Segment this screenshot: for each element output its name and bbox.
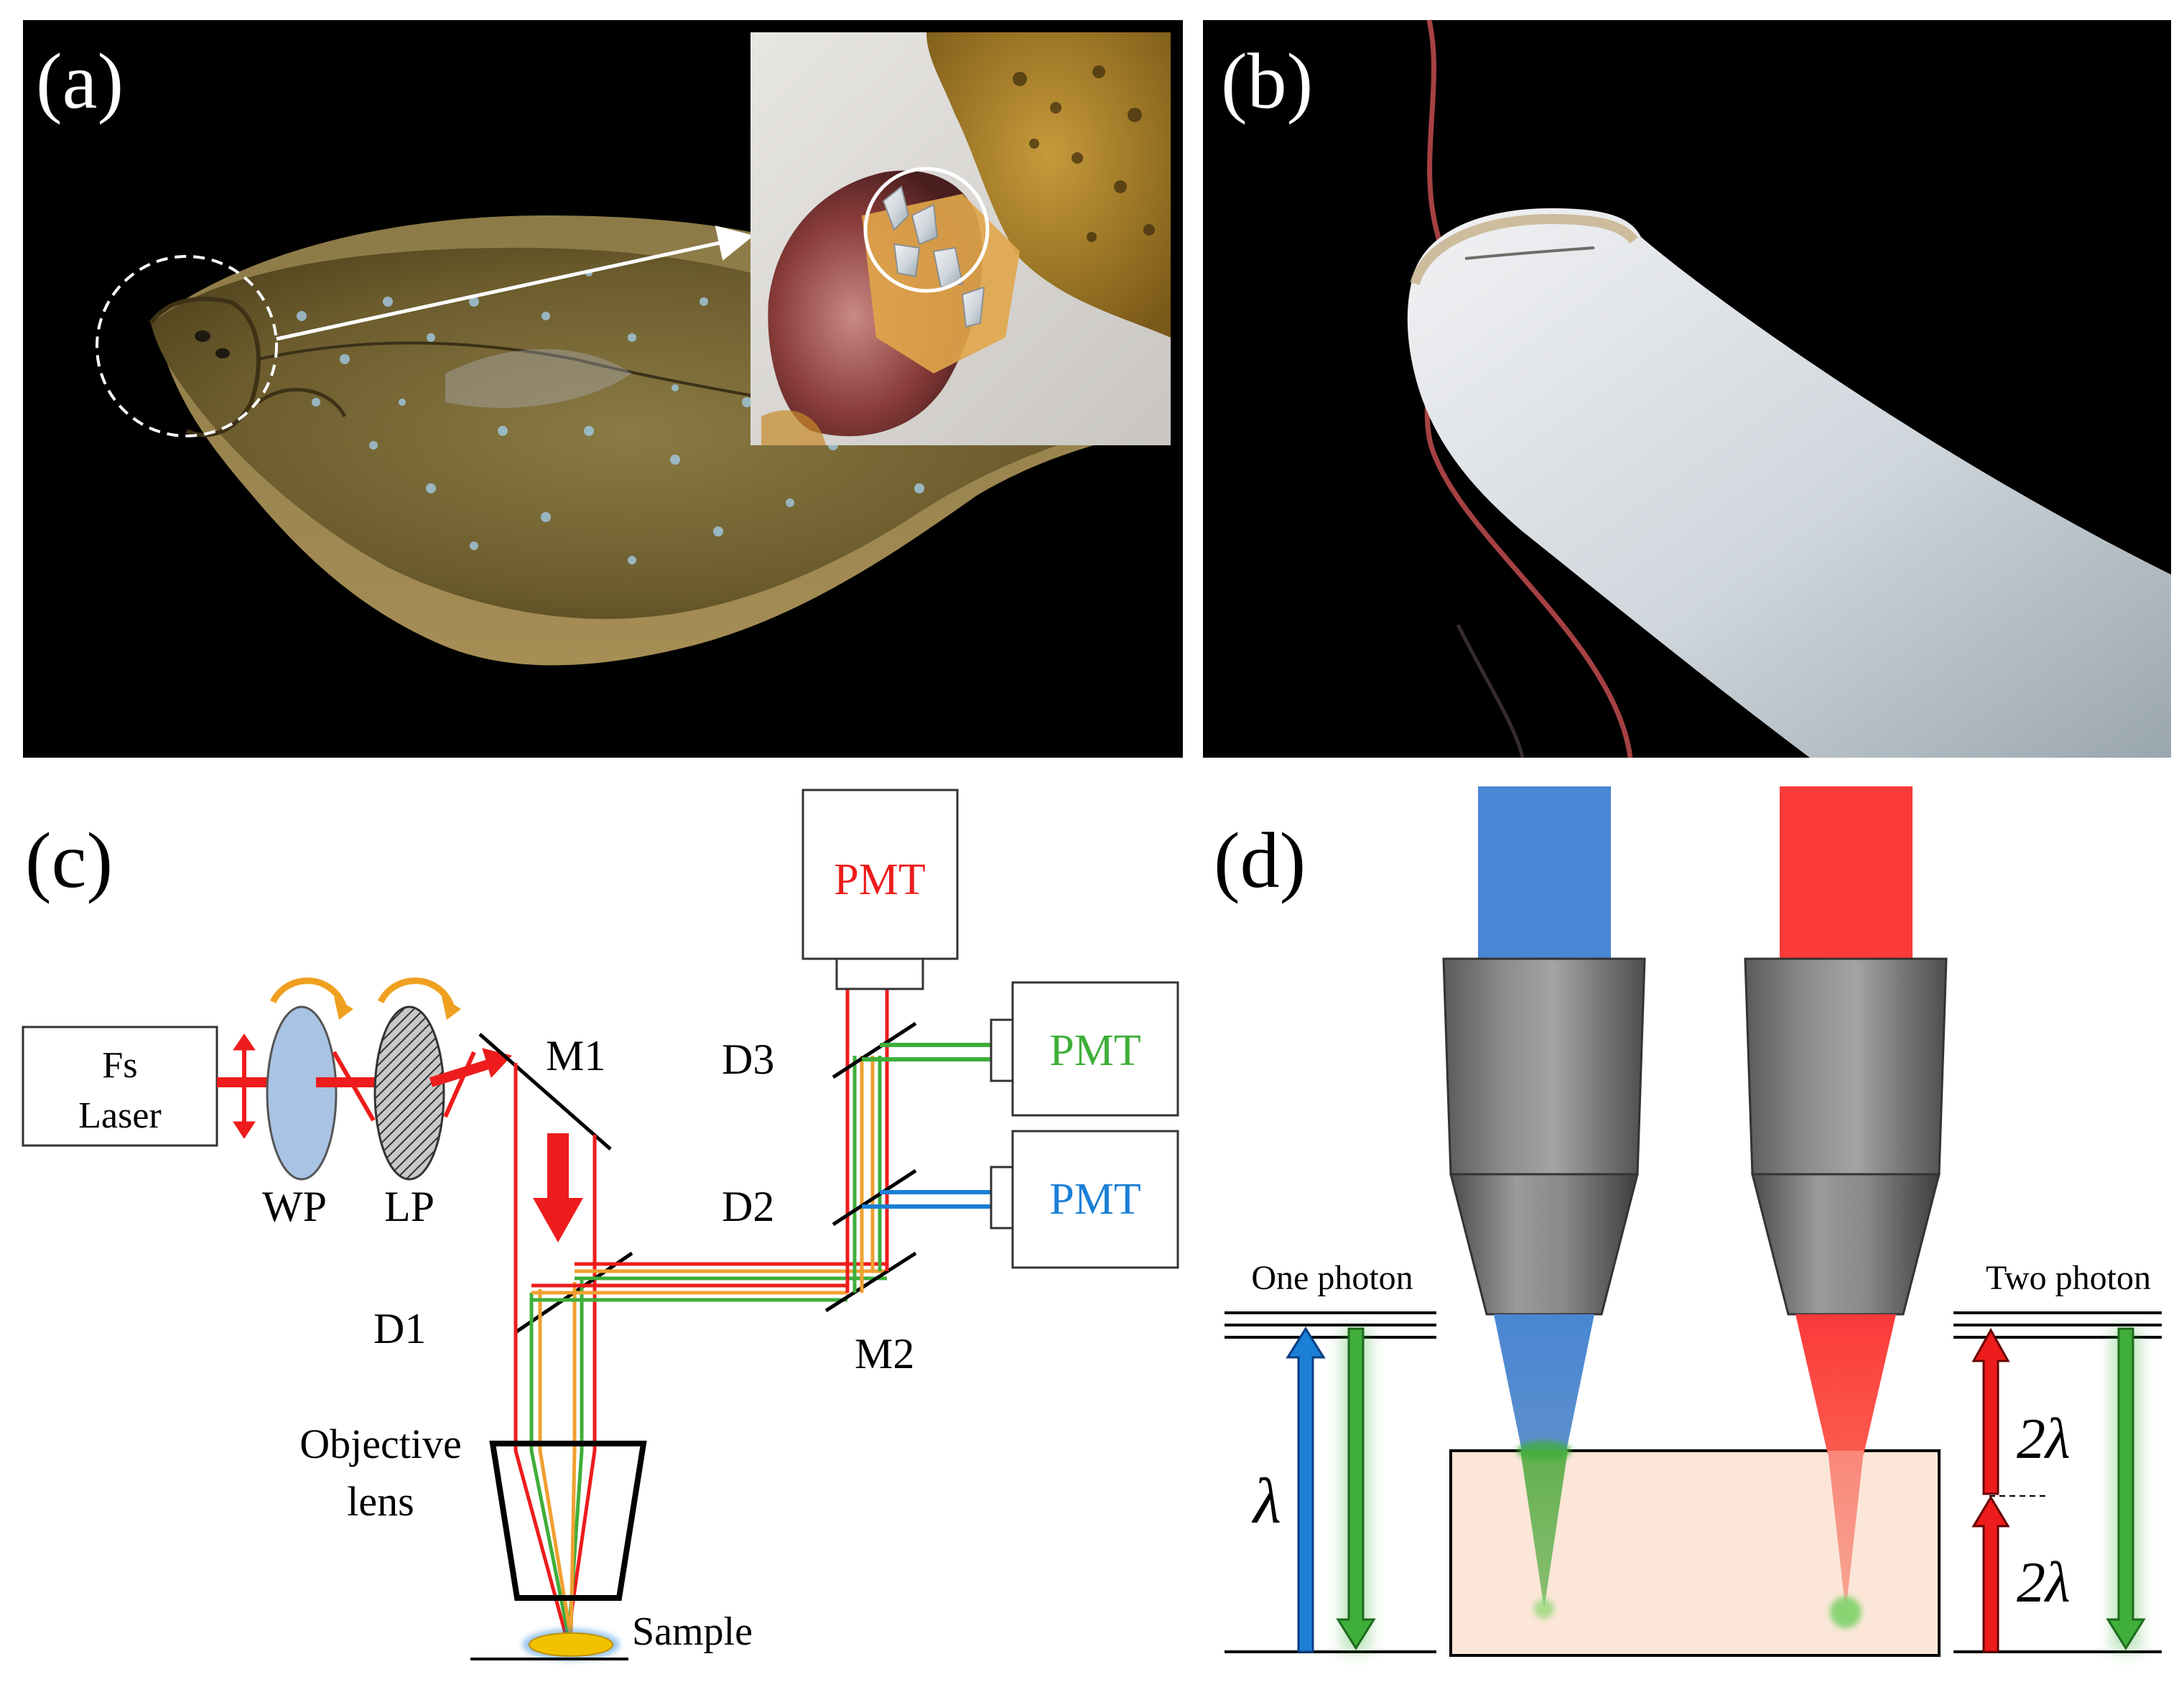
inset-fin [761,410,826,445]
polarizer-rotation-arrow [377,977,455,1007]
two-photon-focus [1830,1597,1862,1628]
wp-label: WP [262,1183,327,1230]
blue-beam-block [1478,786,1611,959]
fs-laser-box [22,1026,218,1147]
right-objective-upper [1744,957,1948,1176]
inset-fish-body [926,32,1171,338]
m1-label: M1 [546,1032,605,1079]
lambda-label: λ [1251,1466,1281,1537]
panel-a-label: (a) [36,37,124,125]
fish-gill-line [149,297,261,437]
two-lambda-lower-label: 2λ [2017,1551,2071,1614]
pmt-green-label: PMT [1049,1026,1140,1075]
fs-laser-label-line2: Laser [78,1095,161,1136]
dichroic-d2 [832,1168,917,1227]
panel-c-label: (c) [25,817,113,904]
panel-b-label: (b) [1221,37,1313,125]
tooth-tip-edge [1410,213,1638,286]
two-lambda-upper-label: 2λ [2017,1408,2071,1471]
panel-a: (a) [23,20,1183,758]
right-objective-lower [1751,1173,1941,1316]
red-cone-in-sample [1828,1451,1864,1612]
tooth-crack [1464,246,1595,260]
blue-cone [1494,1314,1594,1454]
blue-signal-beam [862,1190,998,1209]
objective-lens [489,1441,647,1601]
tooth [1407,208,2171,758]
two-photon-upper-arrow [1971,1327,2010,1495]
head-highlight-circle [96,255,278,437]
left-objective-upper [1442,957,1646,1176]
pmt-red-label: PMT [834,855,925,904]
waveplate [266,1005,338,1181]
sample-label: Sample [632,1609,753,1654]
objective-label-line2: lens [347,1478,414,1525]
panel-c: (c) Fs Laser WP [22,789,1179,1660]
inset-photo [751,32,1171,445]
zoom-arrow [276,226,754,341]
thread-shadow [1456,623,1525,758]
one-photon-levels [1225,1311,1436,1653]
two-photon-label: Two photon [1986,1259,2151,1297]
pmt-red-window [835,957,924,990]
beam-d1-objective [514,1221,597,1642]
signal-beam-vertical [845,987,889,1293]
d1-label: D1 [373,1305,426,1352]
waveplate-rotation-arrow [269,977,347,1007]
m2-label: M2 [855,1330,914,1377]
pmt-blue-box [1011,1130,1179,1269]
signal-beam-d1-m2 [531,1262,887,1302]
two-photon-emission-arrow [2106,1327,2146,1650]
fish-eye [195,330,210,342]
panel-d: (d) One photon λ [1214,786,2162,1657]
sample-slab [1449,1449,1941,1657]
down-arrow-shaft [547,1133,569,1198]
pmt-green-box [1011,981,1179,1117]
left-objective-lower [1449,1173,1639,1316]
waveplate-rotation-arrowhead [334,997,353,1020]
fish-sheen [445,349,632,408]
two-photon-lower-arrow [1971,1495,2010,1653]
pmt-blue-label: PMT [1049,1175,1140,1224]
dichroic-d3 [832,1021,917,1079]
green-signal-beam [862,1043,998,1061]
fish-spots [297,269,1010,564]
mirror-m2 [824,1251,917,1313]
down-arrow-head [533,1198,583,1242]
objective-label-line1: Objective [299,1421,461,1467]
pmt-green-window [990,1018,1014,1082]
one-photon-emission-arrow [1336,1327,1376,1650]
teeth-highlight-circle [863,167,990,293]
sample-dot [529,1632,613,1657]
mirror-m1 [478,1033,612,1151]
d2-label: D2 [722,1183,774,1230]
fs-laser-label-line1: Fs [102,1045,137,1086]
inset-body-spots [1013,65,1155,242]
panel-d-label: (d) [1214,817,1306,904]
one-photon-excitation-arrow [1286,1326,1326,1653]
d3-label: D3 [722,1036,774,1083]
green-focus [1534,1599,1554,1619]
red-beam-block [1780,786,1913,959]
pmt-red-box [801,789,959,960]
fish-pectoral-line [257,388,347,418]
lp-label: LP [384,1183,435,1230]
green-fluorescence-cone [1520,1451,1568,1609]
polarizer-rotation-arrowhead [442,997,461,1020]
pmt-blue-window [990,1166,1014,1230]
linear-polarizer [373,1005,445,1181]
inset-teeth [882,185,985,328]
panel-b: (b) [1203,19,2171,758]
one-photon-label: One photon [1251,1259,1413,1297]
fish-eye-second [215,348,230,358]
red-cone [1795,1314,1896,1454]
green-fluorescence-top [1517,1441,1571,1461]
